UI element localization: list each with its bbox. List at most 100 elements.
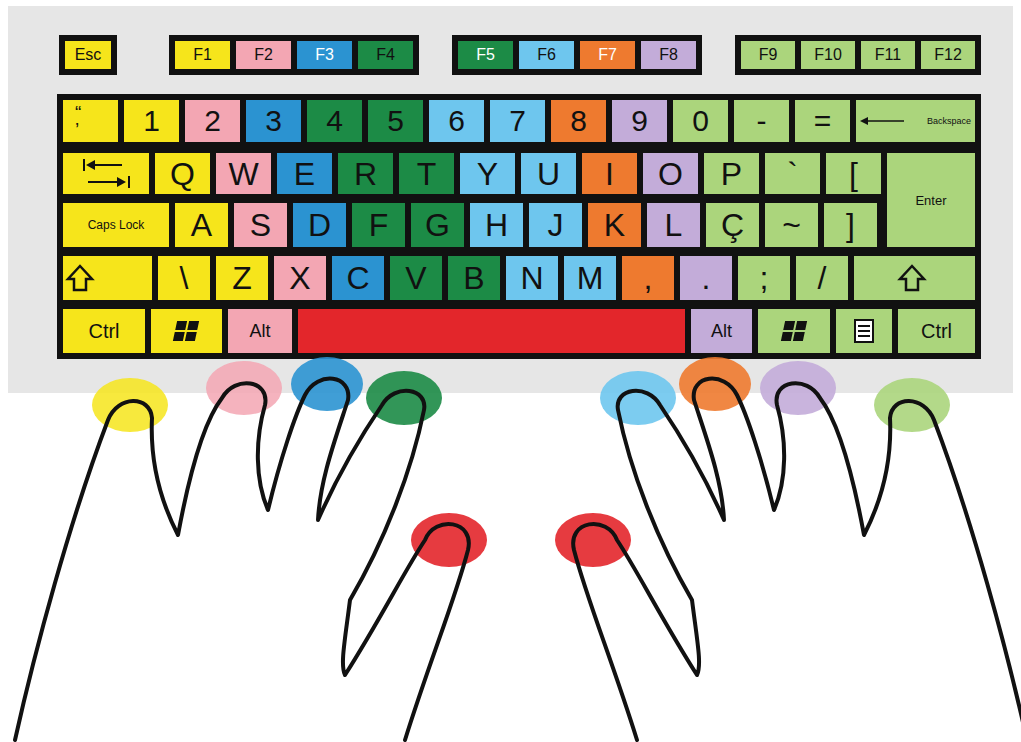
key-label: Ctrl [88, 321, 119, 341]
windows-logo [173, 321, 199, 341]
key-label: “ [75, 104, 81, 121]
keyboard-key: L [644, 200, 703, 250]
keyboard-key: G [408, 200, 467, 250]
space-bar [297, 308, 687, 355]
key-label: Q [170, 158, 195, 190]
windows-key [757, 308, 832, 355]
keyboard-key: ] [821, 200, 880, 250]
keyboard-key: O [640, 150, 701, 197]
key-label: A [191, 209, 212, 241]
keyboard-key: 9 [609, 97, 670, 145]
finger-mark [874, 378, 950, 432]
key-label: / [818, 262, 827, 294]
key-label: ; [760, 262, 769, 294]
key-label: 2 [204, 106, 221, 136]
key-label: 8 [570, 106, 587, 136]
key-label: L [665, 209, 683, 241]
key-label: K [604, 209, 625, 241]
key-label: 6 [448, 106, 465, 136]
finger-mark [366, 371, 442, 425]
tab-arrow [88, 181, 120, 183]
keyboard-key: F10 [798, 38, 858, 72]
keyboard-key: 4 [304, 97, 365, 145]
key-label: 9 [631, 106, 648, 136]
keyboard-key: F6 [516, 38, 577, 72]
key-label: E [294, 158, 315, 190]
key-label: Ç [721, 209, 744, 241]
keyboard-key: F9 [738, 38, 798, 72]
keyboard-key: Esc [62, 38, 114, 72]
key-label: - [757, 106, 767, 136]
keyboard-key: A [172, 200, 231, 250]
keyboard-key: J [526, 200, 585, 250]
shift-key [62, 255, 154, 302]
key-label: Y [477, 158, 498, 190]
keyboard-key: D [290, 200, 349, 250]
keyboard-key: - [731, 97, 792, 145]
keyboard-key: Ctrl [895, 306, 978, 356]
keyboard-key: F5 [455, 38, 516, 72]
key-label: . [702, 262, 711, 294]
key-label: Z [232, 262, 252, 294]
keyboard-key: S [231, 200, 290, 250]
keyboard-key: 7 [487, 97, 548, 145]
key-label: 3 [265, 106, 282, 136]
keyboard-key: F7 [577, 38, 638, 72]
windows-logo [781, 321, 807, 341]
key-label: O [658, 158, 683, 190]
key-label: C [346, 262, 369, 294]
left-hand [15, 379, 469, 740]
keyboard-key: R [335, 150, 396, 197]
keyboard-key: 2 [182, 97, 243, 145]
finger-mark [600, 371, 676, 425]
keyboard-key: F2 [233, 38, 294, 72]
keyboard-key: U [518, 150, 579, 197]
keyboard-key: = [792, 97, 853, 145]
key-label: H [485, 209, 508, 241]
key-base [169, 35, 419, 75]
keyboard-key: N [503, 253, 561, 303]
key-label: = [814, 106, 832, 136]
key-label: F6 [537, 47, 556, 63]
key-label: X [289, 262, 310, 294]
key-label: F3 [315, 47, 334, 63]
finger-mark [411, 513, 487, 567]
keyboard-key: “’ [60, 97, 121, 145]
key-label: F12 [934, 47, 962, 63]
key-label: F8 [659, 47, 678, 63]
keyboard-key: F3 [294, 38, 355, 72]
key-label: Ctrl [921, 321, 952, 341]
keyboard-key: F12 [918, 38, 978, 72]
keyboard-key: I [579, 150, 640, 197]
key-label: 0 [692, 106, 709, 136]
key-base [735, 35, 981, 75]
keyboard-key: K [585, 200, 644, 250]
keyboard-key: M [561, 253, 619, 303]
keyboard-key: H [467, 200, 526, 250]
key-label: Enter [915, 194, 946, 207]
keyboard-key: Ç [703, 200, 762, 250]
keyboard-key: P [701, 150, 762, 197]
key-label: D [308, 209, 331, 241]
keyboard-key: Caps Lock [60, 200, 172, 250]
key-label: ~ [782, 209, 801, 241]
key-label: N [520, 262, 543, 294]
shift-arrow-icon [68, 266, 92, 290]
key-label: J [548, 209, 564, 241]
right-hand [573, 379, 1021, 740]
key-label: Esc [75, 47, 102, 63]
key-label: ] [846, 209, 855, 241]
keyboard-key: X [271, 253, 329, 303]
key-label: S [250, 209, 271, 241]
keyboard-key: Alt [688, 306, 755, 356]
keyboard-key: . [677, 253, 735, 303]
keyboard-key: V [387, 253, 445, 303]
key-label: F [369, 209, 389, 241]
keyboard-key: C [329, 253, 387, 303]
key-label: Alt [249, 322, 270, 340]
key-label: 4 [326, 106, 343, 136]
finger-mark [92, 378, 168, 432]
key-label: F2 [254, 47, 273, 63]
keyboard-key: [ [823, 150, 884, 197]
